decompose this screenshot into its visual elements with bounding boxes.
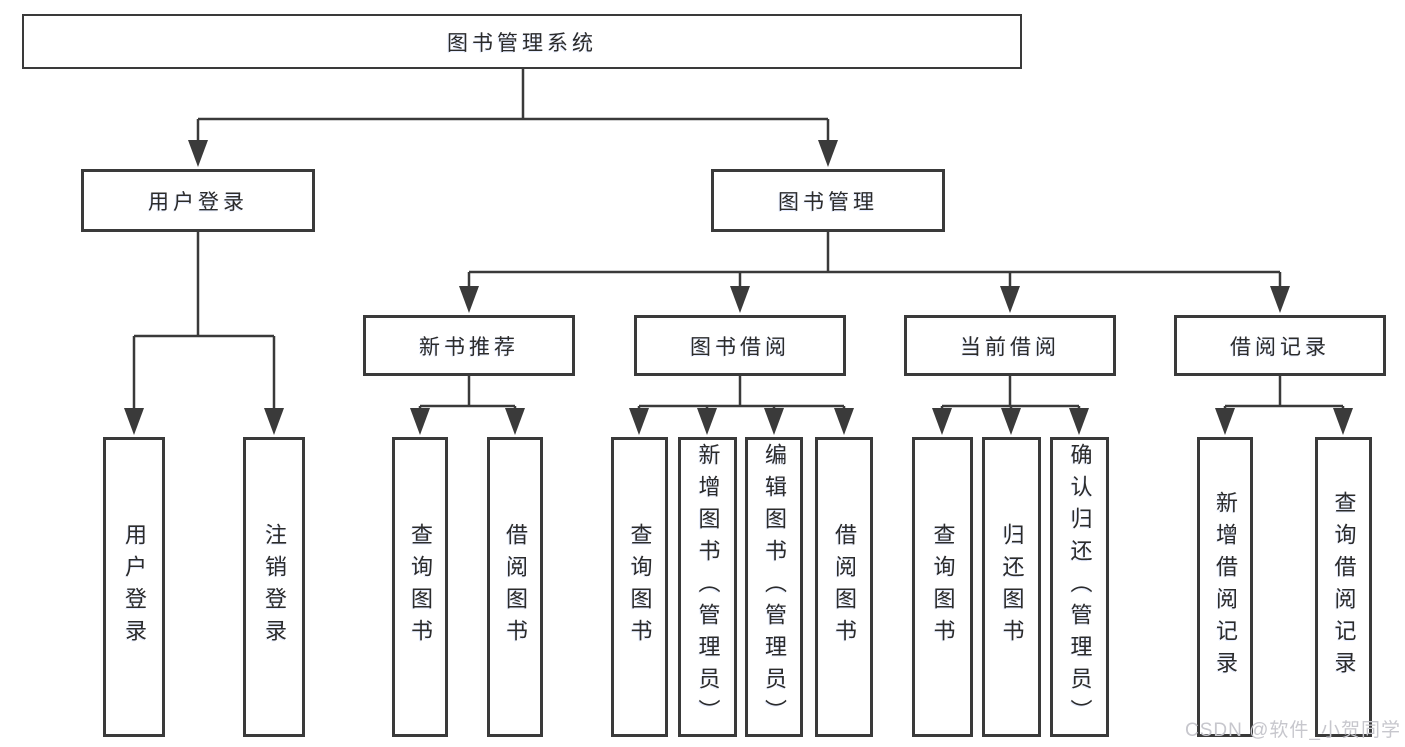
leaf-query-books-recommend-label: 查询图书 [408,523,433,651]
leaf-borrow-books-recommend: 借阅图书 [487,437,543,737]
leaf-confirm-return-admin-label: 确认归还（管理员） [1067,443,1093,731]
leaf-add-book-admin: 新增图书（管理员） [678,437,737,737]
leaf-borrow-books-recommend-label: 借阅图书 [503,523,528,651]
csdn-watermark: CSDN @软件_小贺同学 [1185,720,1401,741]
leaf-query-books-current: 查询图书 [912,437,973,737]
leaf-logout-label: 注销登录 [262,523,287,651]
node-book-management: 图书管理 [711,169,945,232]
node-new-book-recommendation-label: 新书推荐 [419,335,519,359]
leaf-return-books: 归还图书 [982,437,1041,737]
node-library-system-label: 图书管理系统 [447,31,597,55]
leaf-query-books-borrow-label: 查询图书 [627,523,653,651]
leaf-user-login: 用户登录 [103,437,165,737]
leaf-add-borrow-record: 新增借阅记录 [1197,437,1253,737]
leaf-add-book-admin-label: 新增图书（管理员） [695,443,721,731]
leaf-query-books-borrow: 查询图书 [611,437,668,737]
leaf-edit-book-admin: 编辑图书（管理员） [745,437,803,737]
leaf-query-books-recommend: 查询图书 [392,437,448,737]
leaf-user-login-label: 用户登录 [122,523,147,651]
node-current-borrowing: 当前借阅 [904,315,1116,376]
leaf-query-borrow-record-label: 查询借阅记录 [1331,491,1357,683]
node-book-borrowing-label: 图书借阅 [690,335,790,359]
node-current-borrowing-label: 当前借阅 [960,335,1060,359]
node-book-borrowing: 图书借阅 [634,315,846,376]
leaf-borrow-books-borrow: 借阅图书 [815,437,873,737]
node-borrowing-records-label: 借阅记录 [1230,335,1330,359]
leaf-borrow-books-borrow-label: 借阅图书 [832,523,857,651]
leaf-query-books-current-label: 查询图书 [930,523,956,651]
node-book-management-label: 图书管理 [778,190,878,214]
node-library-system: 图书管理系统 [22,14,1022,69]
node-user-login-label: 用户登录 [148,190,248,214]
node-user-login: 用户登录 [81,169,315,232]
leaf-edit-book-admin-label: 编辑图书（管理员） [762,443,787,731]
leaf-logout: 注销登录 [243,437,305,737]
leaf-query-borrow-record: 查询借阅记录 [1315,437,1372,737]
leaf-add-borrow-record-label: 新增借阅记录 [1213,491,1238,683]
node-new-book-recommendation: 新书推荐 [363,315,575,376]
node-borrowing-records: 借阅记录 [1174,315,1386,376]
leaf-confirm-return-admin: 确认归还（管理员） [1050,437,1109,737]
leaf-return-books-label: 归还图书 [999,523,1025,651]
